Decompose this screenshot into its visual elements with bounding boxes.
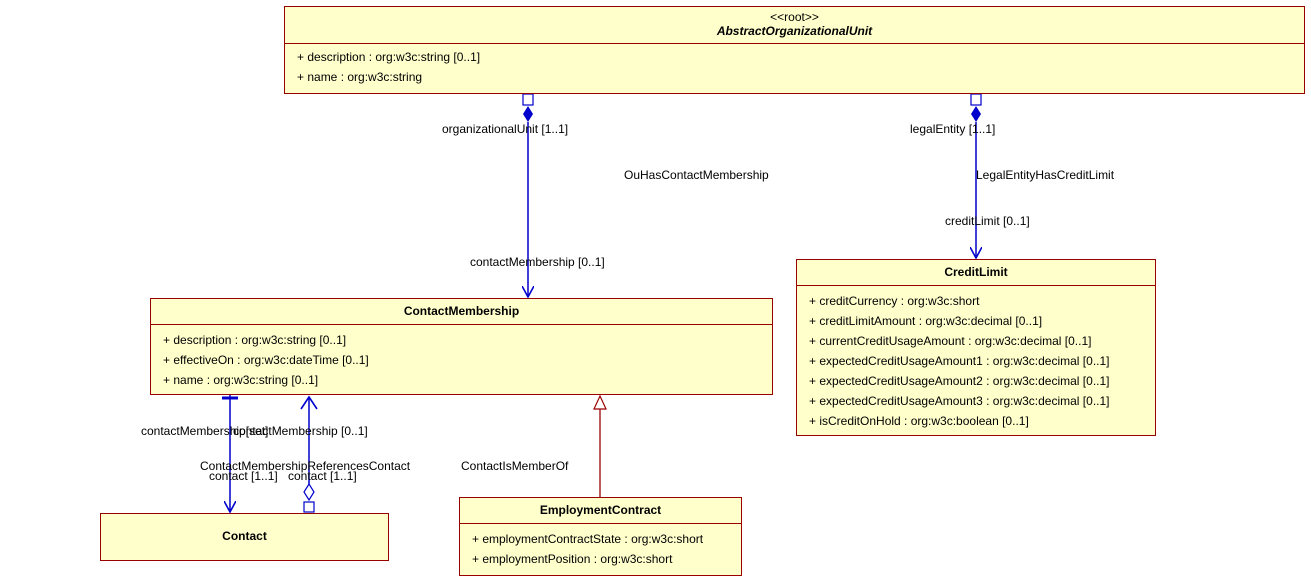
class-name: CreditLimit: [944, 265, 1008, 279]
class-name: EmploymentContract: [539, 503, 662, 517]
class-credit-limit[interactable]: CreditLimit + creditCurrency : org:w3c:s…: [796, 259, 1156, 436]
class-abstract-organizational-unit[interactable]: <<root>> AbstractOrganizationalUnit + de…: [284, 6, 1305, 94]
role-label-contact-membership-2: contactMembership [0..1]: [233, 424, 368, 438]
class-header: EmploymentContract: [460, 498, 741, 524]
attribute: + employmentContractState : org:w3c:shor…: [472, 532, 704, 546]
association-name-ou-has-contact-membership: OuHasContactMembership: [624, 168, 769, 182]
attribute: + name : org:w3c:string [0..1]: [163, 373, 319, 387]
role-label-contact-membership: contactMembership [0..1]: [470, 255, 605, 269]
class-employment-contract[interactable]: EmploymentContract + employmentContractS…: [459, 497, 742, 576]
class-header: <<root>> AbstractOrganizationalUnit: [285, 7, 1304, 44]
attribute: + effectiveOn : org:w3c:dateTime [0..1]: [163, 353, 369, 367]
attribute: + expectedCreditUsageAmount1 : org:w3c:d…: [809, 354, 1110, 368]
class-contact[interactable]: Contact: [100, 513, 389, 561]
contact-membership-to-contact-edge[interactable]: [222, 395, 238, 512]
stereotype-label: <<root>>: [770, 10, 819, 24]
ou-has-contact-membership-edge[interactable]: [523, 93, 533, 297]
attribute: + expectedCreditUsageAmount2 : org:w3c:d…: [809, 374, 1110, 388]
attribute: + name : org:w3c:string: [297, 70, 423, 84]
attribute: + description : org:w3c:string [0..1]: [163, 333, 347, 347]
association-name-contact-membership-references-contact: ContactMembershipReferencesContact: [200, 459, 411, 473]
legal-entity-has-credit-limit-edge[interactable]: [971, 93, 981, 258]
attribute-list: + description : org:w3c:string [0..1] + …: [151, 325, 772, 390]
contact-is-member-of-edge[interactable]: [593, 394, 607, 497]
class-name: Contact: [222, 529, 267, 543]
role-label-legal-entity: legalEntity [1..1]: [910, 122, 996, 136]
class-header: Contact: [101, 514, 388, 558]
attribute-list: + creditCurrency : org:w3c:short + credi…: [797, 286, 1155, 431]
attribute: + isCreditOnHold : org:w3c:boolean [0..1…: [809, 414, 1029, 428]
class-header: ContactMembership: [151, 299, 772, 325]
attribute-list: + description : org:w3c:string [0..1] + …: [285, 44, 1304, 87]
attribute: + creditCurrency : org:w3c:short: [809, 294, 980, 308]
class-header: CreditLimit: [797, 260, 1155, 286]
role-label-contact-membership-set: contactMembership[set]: [141, 424, 269, 438]
role-label-credit-limit: creditLimit [0..1]: [945, 214, 1030, 228]
attribute: + creditLimitAmount : org:w3c:decimal [0…: [809, 314, 1043, 328]
attribute-list: + employmentContractState : org:w3c:shor…: [460, 524, 741, 569]
generalization-name-contact-is-member-of: ContactIsMemberOf: [461, 459, 569, 473]
class-contact-membership[interactable]: ContactMembership + description : org:w3…: [150, 298, 773, 395]
class-name: ContactMembership: [403, 304, 520, 318]
attribute: + employmentPosition : org:w3c:short: [472, 552, 673, 566]
attribute: + description : org:w3c:string [0..1]: [297, 50, 481, 64]
class-name: AbstractOrganizationalUnit: [716, 24, 873, 38]
association-name-legal-entity-has-credit-limit: LegalEntityHasCreditLimit: [976, 168, 1115, 182]
attribute: + expectedCreditUsageAmount3 : org:w3c:d…: [809, 394, 1110, 408]
role-label-organizational-unit: organizationalUnit [1..1]: [442, 122, 569, 136]
attribute: + currentCreditUsageAmount : org:w3c:dec…: [809, 334, 1092, 348]
role-label-contact-2: contact [1..1]: [288, 469, 357, 483]
contact-membership-references-contact-edge[interactable]: [300, 395, 318, 513]
role-label-contact-1: contact [1..1]: [209, 469, 278, 483]
